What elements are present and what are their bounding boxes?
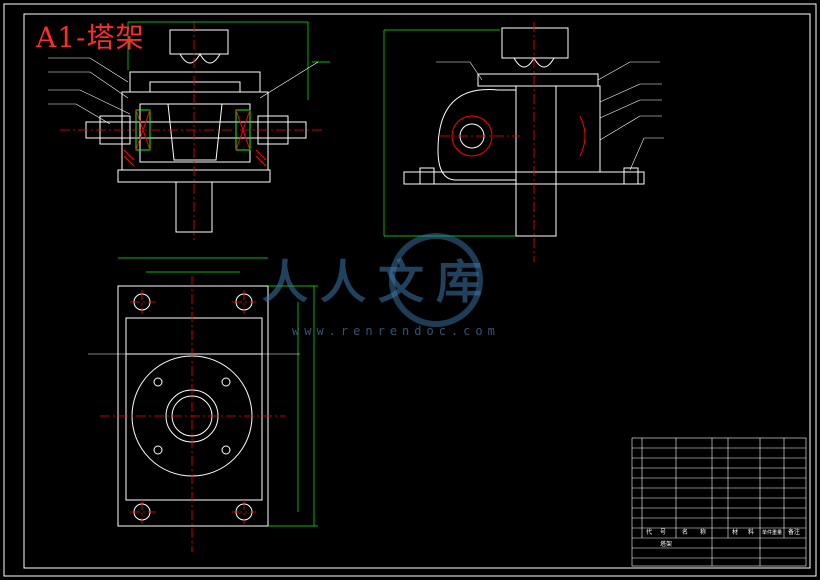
bom-header-cell: 备注 bbox=[788, 528, 800, 536]
watermark-text: 人人文库 bbox=[262, 255, 494, 309]
top-view-dimensions bbox=[118, 257, 318, 527]
bom-header-cell: 名 bbox=[682, 528, 688, 536]
bom-header-cell: 代 bbox=[646, 528, 652, 536]
side-view bbox=[403, 27, 645, 237]
top-view bbox=[117, 285, 269, 527]
front-view-dimensions bbox=[127, 21, 330, 100]
bom-header-cell: 号 bbox=[660, 529, 666, 536]
front-view bbox=[85, 29, 307, 233]
bom-company: 塔架 bbox=[660, 540, 672, 548]
drawing-title: A1-塔架 bbox=[36, 21, 145, 54]
bom-header-cell: 料 bbox=[748, 528, 754, 536]
sheet-outer-border bbox=[3, 3, 817, 577]
side-view-dimensions bbox=[383, 29, 516, 237]
side-view-leaders bbox=[436, 61, 664, 171]
front-view-leaders bbox=[48, 57, 131, 125]
bom-header-row: 代 号 名 称 材 料 单件重量 备注 塔架 bbox=[646, 528, 800, 548]
watermark-url: www.renrendoc.com bbox=[292, 324, 500, 338]
top-view-centerlines bbox=[100, 276, 286, 552]
bill-of-materials bbox=[631, 437, 807, 567]
sheet-inner-border bbox=[23, 13, 811, 569]
bom-header-cell: 材 bbox=[732, 528, 738, 536]
bom-header-cell: 单件重量 bbox=[762, 529, 782, 536]
watermark-logo bbox=[389, 233, 483, 327]
bom-header-cell: 称 bbox=[700, 528, 706, 536]
